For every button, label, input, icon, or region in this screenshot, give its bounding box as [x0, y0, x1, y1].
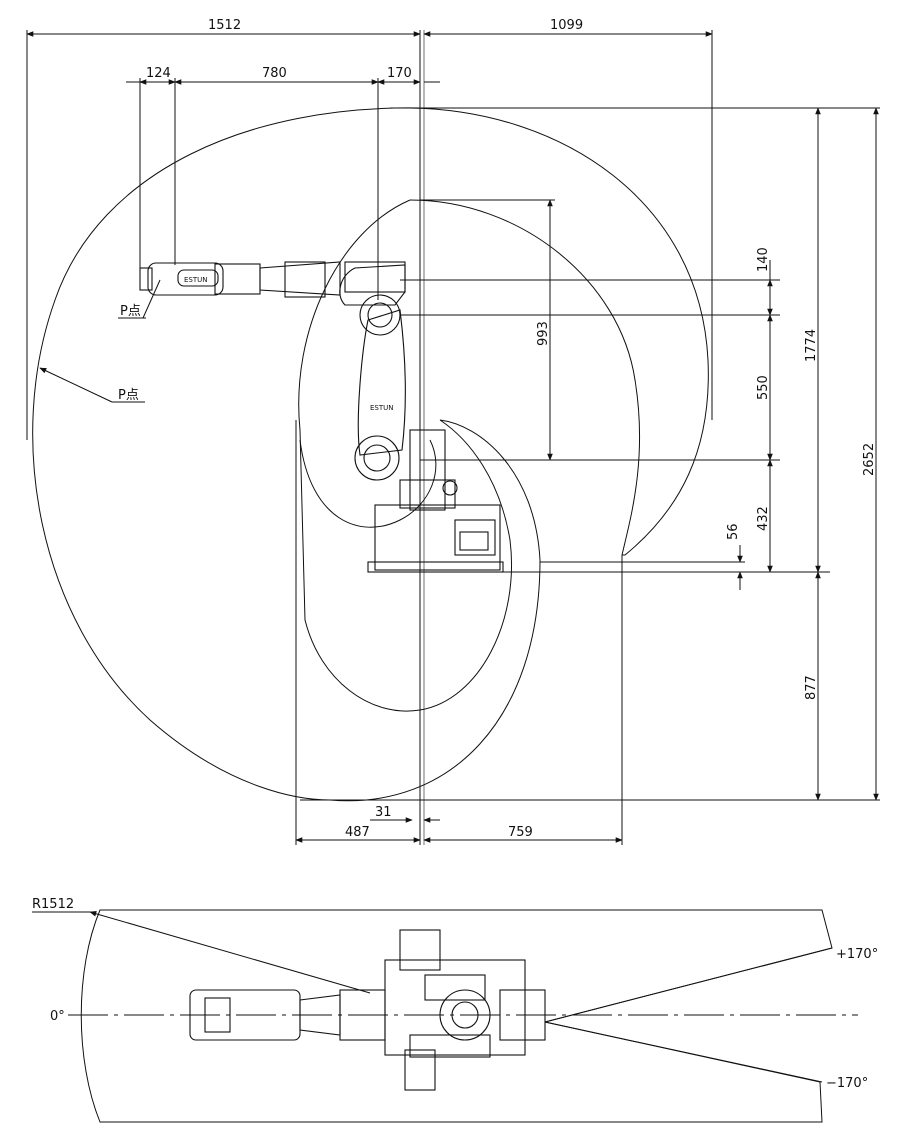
top-view-labels: R1512 0° +170° −170°: [32, 897, 878, 1091]
dim-780: 780: [262, 66, 287, 81]
dim-759: 759: [508, 825, 533, 840]
dim-993: 993: [536, 321, 551, 346]
dim-550: 550: [756, 375, 771, 400]
dim-487: 487: [345, 825, 370, 840]
side-view-labels: 1512 1099 124 780 170 140 993 550 1774 2…: [118, 18, 877, 840]
p-point-envelope-label: P点: [118, 388, 139, 403]
dim-1774: 1774: [804, 329, 819, 362]
inner-envelope-arc: [298, 199, 512, 712]
p-point-tool-label: P点: [120, 304, 141, 319]
base-loop: [299, 439, 437, 528]
robot-arm-side: [139, 261, 504, 573]
angle-zero-label: 0°: [50, 1009, 65, 1024]
dim-56: 56: [726, 523, 741, 540]
dim-2652: 2652: [862, 443, 877, 476]
dim-124: 124: [146, 66, 171, 81]
robot-arm-top: [189, 929, 546, 1091]
dim-1099: 1099: [550, 18, 583, 33]
side-view: [26, 30, 880, 845]
dim-432: 432: [756, 506, 771, 531]
right-inner-arc: [409, 199, 641, 556]
outer-envelope-arc: [32, 107, 541, 802]
dim-31: 31: [375, 805, 392, 820]
dim-877: 877: [804, 675, 819, 700]
angle-pos-label: +170°: [836, 947, 878, 962]
dim-170: 170: [387, 66, 412, 81]
dim-1512: 1512: [208, 18, 241, 33]
right-envelope-arc: [409, 107, 709, 556]
dim-140: 140: [756, 247, 771, 272]
top-view: [32, 909, 858, 1123]
angle-neg-label: −170°: [826, 1076, 868, 1091]
brand-label-forearm: ESTUN: [184, 276, 208, 284]
brand-label-arm: ESTUN: [370, 404, 394, 412]
radius-label: R1512: [32, 897, 74, 912]
